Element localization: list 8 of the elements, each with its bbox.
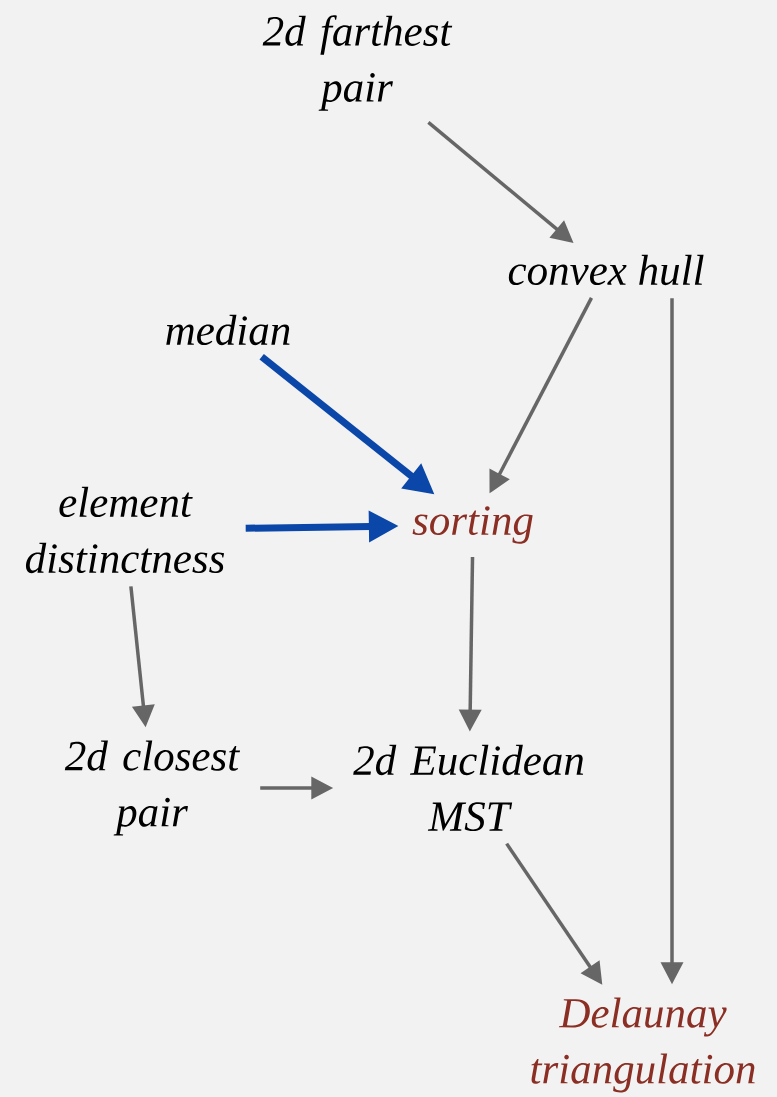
node-label: 2d closest pair (64, 740, 241, 836)
node-label: convex hull (508, 254, 704, 286)
node-label: 2d Euclidean MST (353, 744, 584, 832)
node-label: median (166, 314, 290, 346)
node-label: Delaunay triangulation (531, 997, 755, 1093)
node-label: sorting (412, 506, 533, 544)
node-label: 2d farthest pair (262, 15, 453, 111)
node-label: element distinctness (25, 486, 225, 574)
